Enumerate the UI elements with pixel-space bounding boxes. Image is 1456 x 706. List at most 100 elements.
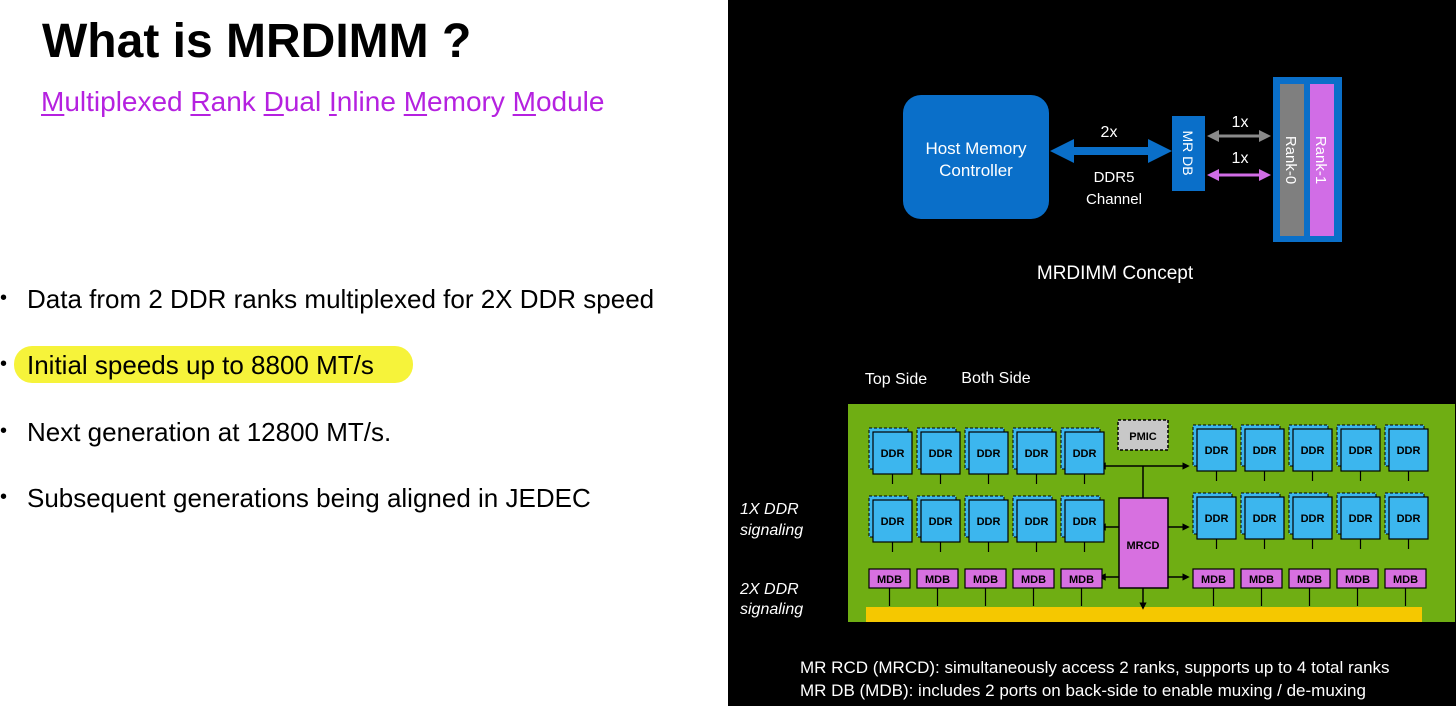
note-mdb: MR DB (MDB): includes 2 ports on back-si…: [800, 681, 1366, 700]
ddr-label: DDR: [1025, 516, 1049, 528]
mrcd-label: MRCD: [1127, 540, 1160, 552]
signaling-1x-line2: signaling: [740, 522, 803, 539]
rank-0-bar: [1280, 84, 1304, 236]
ddr-chip: [1244, 428, 1285, 472]
yellow-highlight: [14, 346, 413, 383]
ddr-chip: [1340, 496, 1381, 540]
subtitle-word-rest: ual: [283, 86, 322, 117]
rank-1-bar: [1310, 84, 1334, 236]
ddr-label: DDR: [1349, 445, 1373, 457]
bullet-text: Next generation at 12800 MT/s.: [27, 417, 392, 447]
ddr-label: DDR: [1205, 513, 1229, 525]
ddr-label: DDR: [1025, 448, 1049, 460]
ddr-label: DDR: [929, 516, 953, 528]
mrdimm-diagram: Host Memory Controller 2x DDR5 Channel M…: [739, 77, 1455, 622]
mr-db-box: [1172, 116, 1205, 191]
subtitle-word-rest: nline: [336, 86, 396, 117]
mdb-label: MDB: [1345, 574, 1370, 586]
ddr-chip: [1196, 496, 1237, 540]
ddr-chip: [1016, 431, 1057, 475]
mdb-label: MDB: [1069, 574, 1094, 586]
link-1x-top-label: 1x: [1232, 114, 1249, 131]
channel-label-line2: Channel: [1086, 191, 1142, 208]
ddr-chip: [872, 499, 913, 543]
rank-1-label: Rank-1: [1312, 136, 1329, 184]
ddr-label: DDR: [929, 448, 953, 460]
concept-caption: MRDIMM Concept: [1037, 263, 1194, 284]
ddr-chip: [968, 431, 1009, 475]
subtitle-initial: D: [263, 86, 284, 117]
gold-edge-connector: [866, 607, 1422, 622]
mdb-label: MDB: [1021, 574, 1046, 586]
pmic-label: PMIC: [1129, 431, 1157, 443]
host-label-line1: Host Memory: [925, 139, 1027, 158]
subtitle-word-rest: ultiplexed: [64, 86, 183, 117]
mdb-label: MDB: [1201, 574, 1226, 586]
subtitle-initial: M: [403, 86, 428, 117]
ddr-label: DDR: [1349, 513, 1373, 525]
ddr-chip: [1388, 428, 1429, 472]
host-label-line2: Controller: [939, 161, 1013, 180]
ddr-chip: [1064, 431, 1105, 475]
page-title: What is MRDIMM ?: [42, 15, 472, 68]
ddr-label: DDR: [977, 448, 1001, 460]
ddr-chip: [920, 431, 961, 475]
ddr-label: DDR: [1205, 445, 1229, 457]
ddr-chip: [1016, 499, 1057, 543]
signaling-1x-line1: 1X DDR: [740, 501, 799, 518]
subtitle-acronym-expansion: Multiplexed Rank Dual Inline Memory Modu…: [41, 86, 604, 118]
ddr-label: DDR: [1301, 513, 1325, 525]
pmic-chip: [1117, 419, 1169, 451]
ddr-chip: [1196, 428, 1237, 472]
ddr-chip: [1244, 496, 1285, 540]
bullet-text: Initial speeds up to 8800 MT/s: [27, 350, 374, 380]
ddr-chip: [1064, 499, 1105, 543]
link-1x-bottom-label: 1x: [1232, 150, 1249, 167]
top-side-label: Top Side: [865, 371, 927, 388]
ddr-label: DDR: [1397, 445, 1421, 457]
bullet-item: • Subsequent generations being aligned i…: [0, 479, 728, 519]
both-side-label: Both Side: [961, 370, 1030, 387]
bullet-text: Data from 2 DDR ranks multiplexed for 2X…: [27, 284, 655, 314]
mdb-label: MDB: [973, 574, 998, 586]
ddr-label: DDR: [1253, 445, 1277, 457]
ddr-label: DDR: [1073, 448, 1097, 460]
ddr-label: DDR: [1397, 513, 1421, 525]
mdb-label: MDB: [1297, 574, 1322, 586]
subtitle-initial: R: [190, 86, 211, 117]
bullet-dot: •: [0, 420, 8, 442]
subtitle-initial: I: [328, 86, 337, 117]
ddr-label: DDR: [1073, 516, 1097, 528]
mr-db-label: MR DB: [1180, 130, 1196, 175]
mdb-label: MDB: [1249, 574, 1274, 586]
board-chips: DDR DDR MDB DDR DDR MDB DDR DDR MDB DDR DDR MDB DDR D…: [868, 424, 1429, 606]
mdb-label: MDB: [1393, 574, 1418, 586]
subtitle-initial: M: [512, 86, 536, 117]
subtitle-initial: M: [41, 86, 65, 117]
signaling-2x-line2: signaling: [740, 601, 803, 618]
ddr-chip: [1388, 496, 1429, 540]
ddr-label: DDR: [881, 448, 905, 460]
bullet-dot: •: [0, 353, 8, 375]
host-memory-controller-box: [903, 95, 1049, 219]
ddr-label: DDR: [977, 516, 1001, 528]
signaling-2x-line1: 2X DDR: [739, 581, 799, 598]
link-2x-label: 2x: [1101, 124, 1118, 141]
ddr-label: DDR: [881, 516, 905, 528]
mdb-label: MDB: [925, 574, 950, 586]
ddr-chip: [1292, 428, 1333, 472]
bullet-dot: •: [0, 486, 8, 508]
ddr-label: DDR: [1253, 513, 1277, 525]
bullet-item-highlighted: • Initial speeds up to 8800 MT/s: [0, 346, 728, 386]
diagram-panel: Host Memory Controller 2x DDR5 Channel M…: [728, 0, 1456, 706]
bullet-dot: •: [0, 287, 8, 309]
bullet-item: • Data from 2 DDR ranks multiplexed for …: [0, 280, 728, 320]
subtitle-word-rest: odule: [535, 86, 605, 117]
channel-label-line1: DDR5: [1094, 169, 1135, 186]
subtitle-word-rest: emory: [427, 86, 505, 117]
text-panel: What is MRDIMM ? Multiplexed Rank Dual I…: [0, 15, 728, 519]
mdb-label: MDB: [877, 574, 902, 586]
ddr-label: DDR: [1301, 445, 1325, 457]
note-mrcd: MR RCD (MRCD): simultaneously access 2 r…: [800, 658, 1390, 677]
rank-0-label: Rank-0: [1282, 136, 1299, 184]
